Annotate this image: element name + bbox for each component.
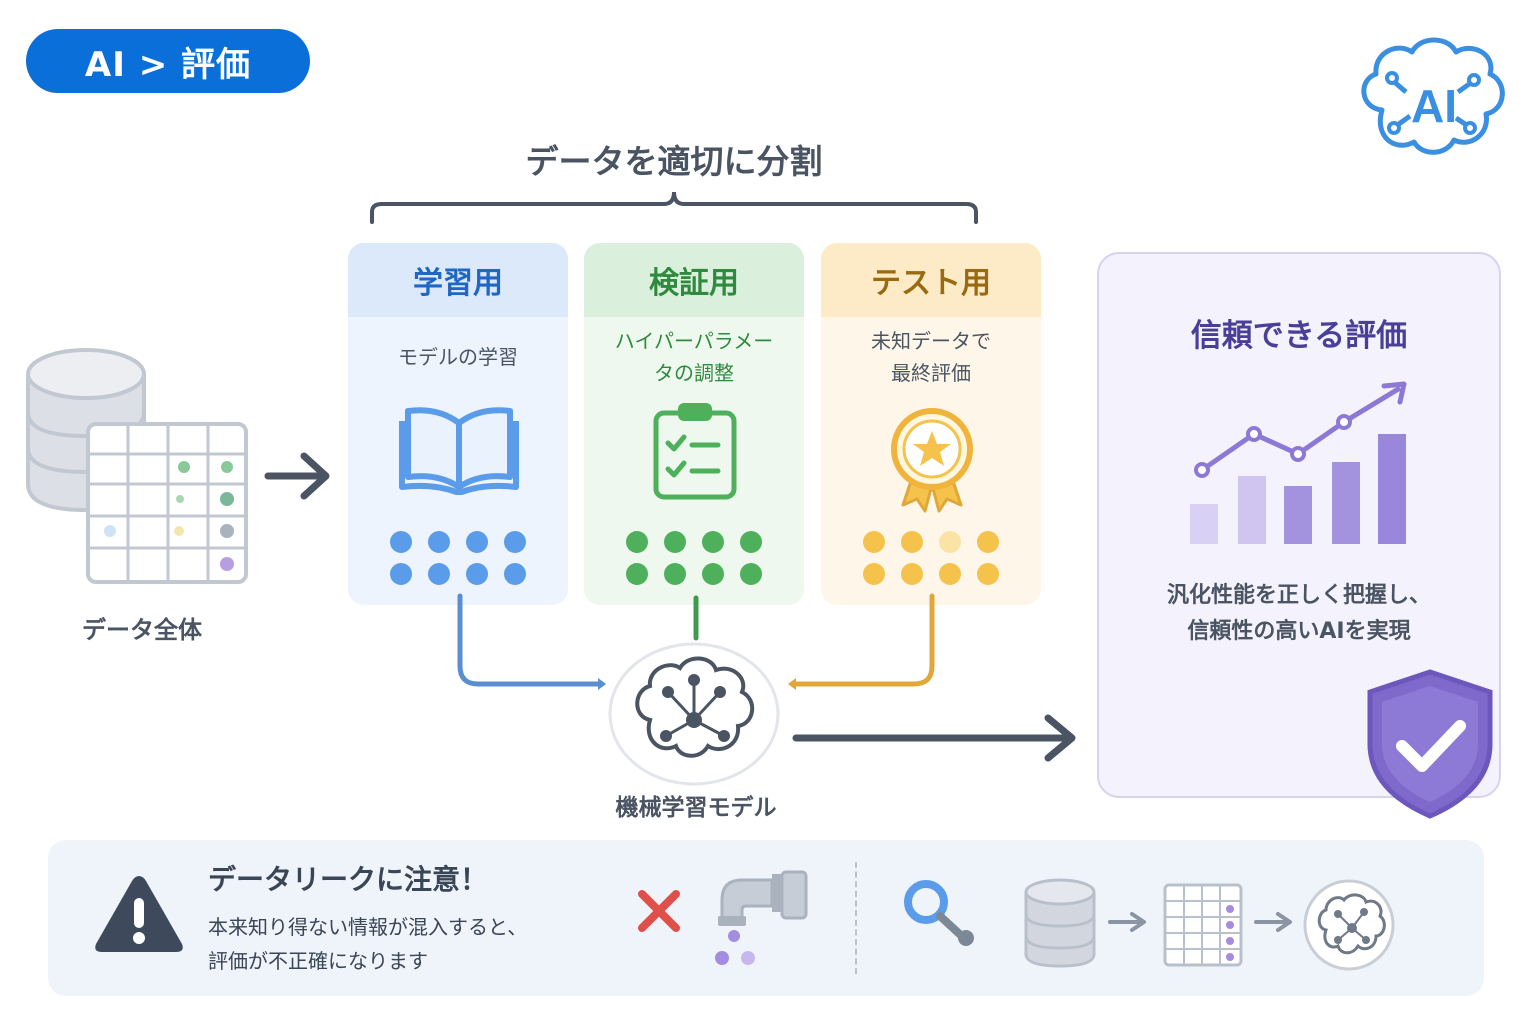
table-icon — [1163, 883, 1243, 967]
warning-icon — [95, 876, 183, 952]
arrow-right-icon — [1254, 912, 1292, 932]
result-title: 信頼できる評価 — [1190, 318, 1408, 354]
result-text-line: 汎化性能を正しく把握し、 — [1166, 583, 1431, 608]
test-dots — [863, 531, 999, 585]
result-text-line: 信頼性の高いAIを実現 — [1187, 619, 1411, 644]
validation-desc-line: タの調整 — [654, 361, 734, 385]
test-card: テスト用 未知データで 最終評価 — [821, 243, 1041, 605]
warning-text: 本来知り得ない情報が混入すると、 評価が不正確になります — [208, 910, 527, 978]
arrow-right-icon — [792, 714, 1076, 762]
ai-brain-icon: AI — [1361, 37, 1505, 155]
clipboard-check-icon — [653, 403, 737, 500]
train-desc-line: モデルの学習 — [398, 345, 518, 369]
validation-desc-line: ハイパーパラメー — [614, 329, 774, 353]
card-to-model-connectors — [457, 593, 935, 690]
warning-panel — [48, 840, 1484, 996]
cross-icon — [638, 890, 680, 932]
validation-card-desc: ハイパーパラメー タの調整 — [584, 325, 804, 389]
split-title: データを適切に分割 — [525, 142, 823, 181]
database-icon — [1024, 878, 1096, 968]
model-label: 機械学習モデル — [615, 795, 777, 821]
warning-divider — [855, 862, 857, 974]
test-desc-line: 未知データで — [871, 329, 991, 353]
train-card: 学習用 モデルの学習 — [348, 243, 568, 605]
validation-card: 検証用 ハイパーパラメー タの調整 — [584, 243, 804, 605]
warning-text-line: 評価が不正確になります — [208, 949, 428, 973]
validation-dots — [626, 531, 762, 585]
growth-chart-icon — [1190, 381, 1407, 544]
search-key-icon — [904, 880, 974, 946]
train-card-title: 学習用 — [348, 243, 568, 317]
award-medal-icon — [891, 408, 973, 513]
test-card-desc: 未知データで 最終評価 — [821, 325, 1041, 389]
arrow-right-icon — [1108, 912, 1146, 932]
neural-brain-icon — [608, 642, 780, 786]
validation-card-title: 検証用 — [584, 243, 804, 317]
book-icon — [399, 407, 519, 495]
leaking-pipe-icon — [715, 870, 808, 965]
train-dots — [390, 531, 526, 585]
warning-title: データリークに注意！ — [208, 863, 489, 896]
test-desc-line: 最終評価 — [891, 361, 971, 385]
dataset-label: データ全体 — [82, 616, 202, 644]
logo-text: AI — [1411, 80, 1457, 132]
breadcrumb[interactable]: AI > 評価 — [26, 29, 310, 93]
dataset-icon — [26, 348, 248, 584]
warning-text-line: 本来知り得ない情報が混入すると、 — [208, 915, 528, 939]
arrow-right-icon — [264, 452, 330, 500]
result-text: 汎化性能を正しく把握し、 信頼性の高いAIを実現 — [1097, 578, 1501, 650]
neural-brain-icon — [1303, 879, 1395, 971]
train-card-desc: モデルの学習 — [348, 341, 568, 373]
test-card-title: テスト用 — [821, 243, 1041, 317]
shield-check-icon — [1367, 669, 1493, 819]
split-bracket — [370, 191, 978, 224]
